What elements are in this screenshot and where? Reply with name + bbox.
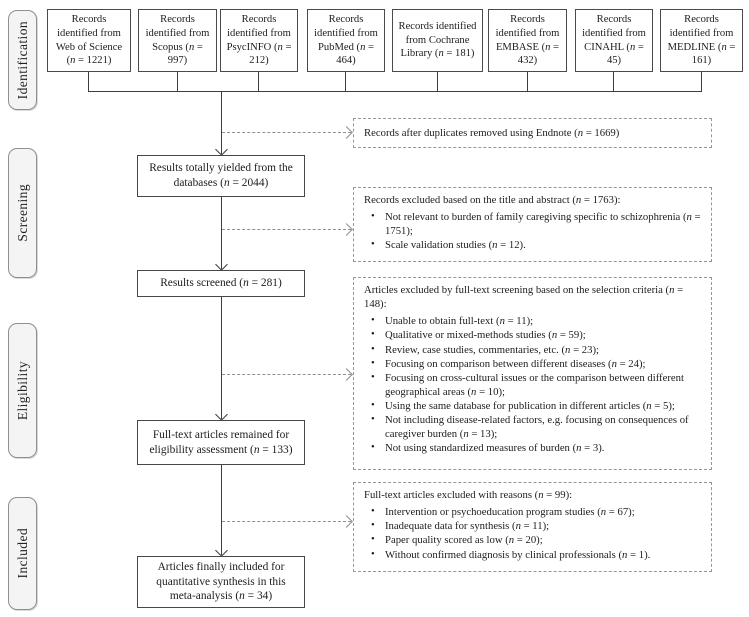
stage-label-text: Identification bbox=[14, 20, 30, 100]
exclusion-title: Records after duplicates removed using E… bbox=[364, 126, 620, 139]
source-box-psycinfo: Records identified from PsycINFO (n = 21… bbox=[220, 9, 298, 72]
source-box-text: Records identified from Cochrane Library… bbox=[398, 21, 477, 60]
connector-stub bbox=[258, 72, 260, 92]
flow-box-finally-included: Articles finally included for quantitati… bbox=[137, 556, 305, 608]
exclusion-item: Without confirmed diagnosis by clinical … bbox=[364, 546, 707, 562]
exclusion-item: Focusing on cross-cultural issues or the… bbox=[364, 370, 707, 399]
source-box-medline: Records identified from MEDLINE (n = 161… bbox=[660, 9, 743, 72]
exclusion-item: Not using standardized measures of burde… bbox=[364, 440, 707, 455]
flow-box-results-yielded: Results totally yielded from the databas… bbox=[137, 155, 305, 197]
flow-box-text: Articles finally included for quantitati… bbox=[156, 560, 286, 603]
source-box-cinahl: Records identified from CINAHL (n = 45) bbox=[575, 9, 653, 72]
exclusion-item: Focusing on comparison between different… bbox=[364, 356, 707, 371]
source-box-text: Records identified from Web of Science (… bbox=[55, 14, 123, 67]
flow-box-results-screened: Results screened (n = 281) bbox=[137, 270, 305, 297]
exclusion-item: Not including disease-related factors, e… bbox=[364, 412, 707, 441]
exclusion-box-title-abstract: Records excluded based on the title and … bbox=[353, 187, 712, 262]
exclusion-item: Scale validation studies (n = 12). bbox=[364, 237, 707, 252]
dashed-arrow-duplicates bbox=[222, 132, 351, 133]
exclusion-item: Inadequate data for synthesis (n = 11); bbox=[364, 518, 707, 533]
source-box-pubmed: Records identified from PubMed (n = 464) bbox=[307, 9, 385, 72]
exclusion-item: Unable to obtain full-text (n = 11); bbox=[364, 313, 707, 328]
arrow-fulltext-to-included bbox=[220, 465, 222, 555]
exclusion-item: Qualitative or mixed-methods studies (n … bbox=[364, 327, 707, 342]
connector-stub bbox=[701, 72, 703, 92]
exclusion-list: Unable to obtain full-text (n = 11); Qua… bbox=[364, 313, 707, 455]
flow-box-text: Results screened (n = 281) bbox=[160, 277, 282, 290]
exclusion-item: Using the same database for publication … bbox=[364, 398, 707, 413]
connector-stub bbox=[613, 72, 615, 92]
stage-label-screening: Screening bbox=[8, 148, 37, 278]
exclusion-box-duplicates: Records after duplicates removed using E… bbox=[353, 118, 712, 148]
stage-label-identification: Identification bbox=[8, 10, 37, 110]
source-box-text: Records identified from PubMed (n = 464) bbox=[314, 14, 378, 67]
arrow-bus-to-yielded bbox=[220, 91, 222, 154]
stage-label-text: Included bbox=[14, 528, 30, 579]
dashed-arrow-reasons-excluded bbox=[222, 521, 351, 522]
stage-label-included: Included bbox=[8, 497, 37, 610]
exclusion-title: Articles excluded by full-text screening… bbox=[364, 284, 684, 311]
exclusion-item: Not relevant to burden of family caregiv… bbox=[364, 209, 707, 238]
source-box-text: Records identified from MEDLINE (n = 161… bbox=[667, 14, 736, 67]
source-box-text: Records identified from PsycINFO (n = 21… bbox=[226, 14, 292, 67]
arrow-screened-to-fulltext bbox=[220, 297, 222, 419]
exclusion-list: Intervention or psychoeducation program … bbox=[364, 504, 707, 562]
connector-stub bbox=[345, 72, 347, 92]
source-box-scopus: Records identified from Scopus (n = 997) bbox=[138, 9, 217, 72]
exclusion-title: Full-text articles excluded with reasons… bbox=[364, 489, 573, 501]
stage-label-text: Eligibility bbox=[14, 360, 30, 421]
exclusion-item: Review, case studies, commentaries, etc.… bbox=[364, 341, 707, 357]
exclusion-box-reasons: Full-text articles excluded with reasons… bbox=[353, 482, 712, 572]
flow-box-text: Results totally yielded from the databas… bbox=[149, 162, 293, 189]
connector-stub bbox=[177, 72, 179, 92]
source-box-web-of-science: Records identified from Web of Science (… bbox=[47, 9, 131, 72]
flow-box-text: Full-text articles remained for eligibil… bbox=[149, 428, 293, 456]
connector-stub bbox=[437, 72, 439, 92]
arrow-yielded-to-screened bbox=[220, 197, 222, 269]
source-box-text: Records identified from Scopus (n = 997) bbox=[145, 14, 210, 67]
connector-bus bbox=[88, 91, 702, 93]
source-box-text: Records identified from CINAHL (n = 45) bbox=[582, 14, 646, 67]
exclusion-item: Intervention or psychoeducation program … bbox=[364, 504, 707, 519]
exclusion-item: Paper quality scored as low (n = 20); bbox=[364, 532, 707, 547]
flow-box-fulltext-eligibility: Full-text articles remained for eligibil… bbox=[137, 420, 305, 465]
source-box-cochrane: Records identified from Cochrane Library… bbox=[392, 9, 483, 72]
stage-label-text: Screening bbox=[14, 184, 30, 242]
dashed-arrow-fulltext-excluded bbox=[222, 374, 351, 375]
exclusion-list: Not relevant to burden of family caregiv… bbox=[364, 209, 707, 252]
stage-label-eligibility: Eligibility bbox=[8, 323, 37, 458]
connector-stub bbox=[88, 72, 90, 92]
exclusion-box-fulltext-screening: Articles excluded by full-text screening… bbox=[353, 277, 712, 470]
dashed-arrow-title-abstract-excluded bbox=[222, 229, 351, 230]
source-box-embase: Records identified from EMBASE (n = 432) bbox=[488, 9, 567, 72]
source-box-text: Records identified from EMBASE (n = 432) bbox=[495, 14, 560, 67]
exclusion-title: Records excluded based on the title and … bbox=[364, 194, 621, 206]
connector-stub bbox=[527, 72, 529, 92]
